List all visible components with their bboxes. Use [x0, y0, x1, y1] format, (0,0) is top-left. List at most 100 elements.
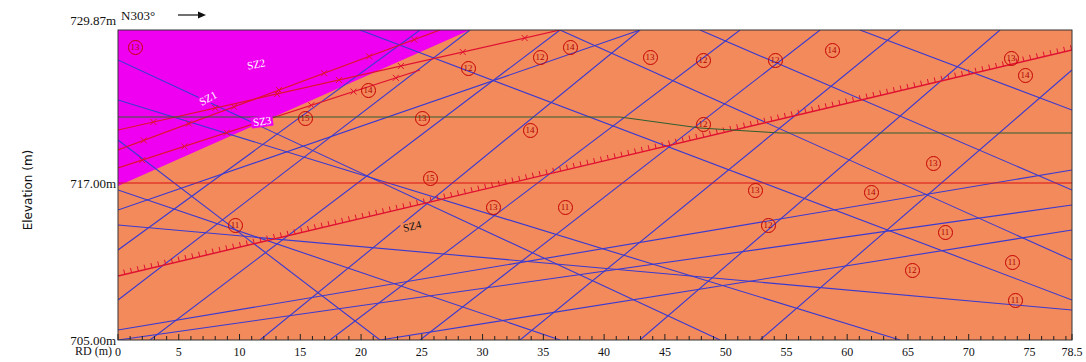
shear-marker	[411, 37, 417, 43]
set-number: 13	[646, 53, 655, 62]
set-number: 13	[751, 186, 760, 195]
set-number: 12	[699, 120, 708, 129]
set-number-circle: 11	[938, 225, 953, 240]
joint-lines	[118, 30, 1072, 340]
weathered-zone	[118, 30, 470, 186]
shear-marker	[186, 121, 192, 127]
set-number: 12	[464, 64, 473, 73]
set-number: 15	[426, 174, 435, 183]
set-number: 11	[231, 221, 240, 230]
set-number-circle: 14	[864, 185, 879, 200]
set-number-circle: 12	[768, 53, 783, 68]
shear-marker	[351, 89, 357, 95]
shear-zones	[118, 30, 1072, 276]
tick-label: 45	[659, 346, 671, 358]
joint-line	[560, 30, 1072, 260]
shear-marker	[460, 49, 466, 55]
set-number-circle: 11	[228, 218, 243, 233]
set-number: 12	[536, 53, 545, 62]
shear-marker	[522, 35, 528, 41]
tick-label: 75	[1023, 346, 1035, 358]
set-number: 11	[941, 228, 950, 237]
shear-marker	[181, 143, 187, 149]
shear-marker	[150, 119, 156, 125]
set-number-circle: 14	[361, 83, 376, 98]
joint-line	[118, 190, 560, 340]
joint-line	[360, 30, 1072, 300]
set-number-circle: 13	[415, 111, 430, 126]
shear-marker	[308, 102, 314, 108]
joint-line	[118, 60, 720, 340]
shear-marker	[393, 75, 399, 81]
shear-marker	[336, 77, 342, 83]
set-number-circle: 12	[696, 117, 711, 132]
shear-marker	[366, 53, 372, 59]
tick-label: 78.5	[1062, 346, 1083, 358]
set-number: 14	[1021, 71, 1030, 80]
axis-label: N303°	[121, 9, 155, 22]
set-number-circle: 14	[1018, 68, 1033, 83]
set-number: 11	[1008, 258, 1017, 267]
tick-marks	[118, 334, 1072, 340]
set-number: 14	[566, 43, 575, 52]
set-number: 14	[364, 86, 373, 95]
set-number-circle: 13	[643, 50, 658, 65]
set-number-circle: 15	[423, 171, 438, 186]
set-number: 15	[301, 114, 310, 123]
zone-label: SZ3	[250, 114, 274, 128]
elevation-line	[118, 182, 1072, 183]
set-number: 11	[561, 203, 570, 212]
shear-marker	[139, 157, 145, 163]
shear-zone-line	[118, 70, 420, 168]
set-number-circle: 13	[926, 156, 941, 171]
shear-marker	[224, 130, 230, 136]
set-number-circle: 15	[298, 111, 313, 126]
set-number-circle: 12	[761, 218, 776, 233]
tick-label: 40	[598, 346, 610, 358]
set-number-circle: 11	[1008, 293, 1023, 308]
tick-label: 5	[176, 346, 182, 358]
set-number-circle: 11	[1005, 255, 1020, 270]
tick-label: 15	[294, 346, 306, 358]
joint-line	[640, 30, 1000, 340]
set-number: 13	[489, 203, 498, 212]
tick-label: 20	[355, 346, 367, 358]
set-number-circle: 14	[523, 123, 538, 138]
set-number: 14	[828, 46, 837, 55]
joint-line	[118, 100, 900, 340]
joint-line	[330, 30, 740, 340]
set-number-circle: 13	[1004, 51, 1019, 66]
set-number: 12	[771, 56, 780, 65]
shear-marker	[321, 70, 327, 76]
set-number: 13	[418, 114, 427, 123]
shear-zone-line	[118, 30, 560, 130]
axis-label: 717.00m	[70, 177, 116, 190]
set-number: 13	[131, 43, 140, 52]
set-number: 12	[908, 266, 917, 275]
axis-label: Elevation (m)	[22, 150, 34, 231]
plot-frame	[118, 30, 1072, 340]
joint-line	[118, 140, 380, 340]
set-number-circle: 13	[748, 183, 763, 198]
tick-label: 55	[780, 346, 792, 358]
set-number-circle: 12	[696, 53, 711, 68]
set-number-circle: 11	[558, 200, 573, 215]
shear-marker	[398, 63, 404, 69]
joint-line	[700, 30, 1072, 190]
set-number-circle: 12	[533, 50, 548, 65]
joint-line	[118, 30, 470, 300]
tick-label: 70	[963, 346, 975, 358]
tick-label: 35	[537, 346, 549, 358]
set-number: 11	[1011, 296, 1020, 305]
tick-label: 60	[841, 346, 853, 358]
joint-line	[380, 230, 1072, 340]
joint-line	[118, 205, 1072, 340]
shear-marker	[141, 137, 147, 143]
set-number: 13	[1007, 54, 1016, 63]
tick-label: 10	[234, 346, 246, 358]
set-number-circle: 12	[461, 61, 476, 76]
joint-line	[860, 30, 1072, 110]
set-number-circle: 12	[905, 263, 920, 278]
tick-label: 65	[902, 346, 914, 358]
tick-label: 25	[416, 346, 428, 358]
